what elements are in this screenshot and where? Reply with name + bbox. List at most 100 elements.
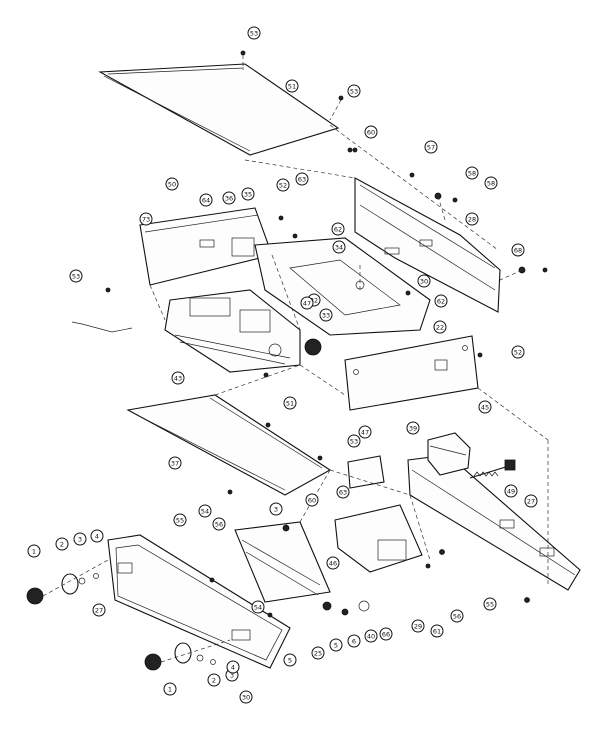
callout-number: 6 <box>352 638 356 646</box>
callout-circle <box>450 609 464 623</box>
callout-55: 55 <box>483 597 497 611</box>
callout-number: 66 <box>382 631 390 639</box>
callout-number: 73 <box>142 216 150 224</box>
callout-number: 58 <box>468 170 476 178</box>
callout-68: 68 <box>511 243 525 257</box>
callout-54: 54 <box>251 600 265 614</box>
callout-circle <box>212 517 226 531</box>
callout-circle <box>364 629 378 643</box>
right-chassis-panel <box>344 335 479 411</box>
callout-number: 35 <box>244 191 252 199</box>
callout-34: 34 <box>332 240 346 254</box>
callout-1: 1 <box>163 682 177 696</box>
callout-5: 5 <box>329 638 343 652</box>
callout-circle <box>379 627 393 641</box>
callout-62: 62 <box>434 294 448 308</box>
callout-circle <box>139 212 153 226</box>
callout-number: 29 <box>414 623 422 631</box>
long-screw <box>469 459 516 479</box>
callout-36: 36 <box>222 191 236 205</box>
callout-number: 47 <box>361 429 369 437</box>
callout-circle <box>168 456 182 470</box>
callout-circle <box>332 240 346 254</box>
callout-number: 50 <box>168 181 176 189</box>
callout-27: 27 <box>92 603 106 617</box>
callout-29: 29 <box>411 619 425 633</box>
cassette-door <box>234 521 332 611</box>
callout-58: 58 <box>465 166 479 180</box>
callout-64: 64 <box>199 193 213 207</box>
tape-mechanism <box>164 289 322 373</box>
callout-number: 4 <box>231 664 235 672</box>
callout-47: 47 <box>358 425 372 439</box>
callout-circle <box>465 212 479 226</box>
callout-number: 51 <box>286 400 294 408</box>
callout-73: 73 <box>139 212 153 226</box>
callout-circle <box>283 396 297 410</box>
rear-chassis-frame <box>354 177 501 313</box>
callout-4: 4 <box>90 529 104 543</box>
callout-circle <box>90 529 104 543</box>
callout-circle <box>199 193 213 207</box>
callout-circle <box>295 172 309 186</box>
callout-number: 27 <box>527 498 535 506</box>
callout-53: 53 <box>69 269 83 283</box>
callout-circle <box>478 400 492 414</box>
callout-40: 40 <box>364 629 378 643</box>
callout-number: 56 <box>215 521 223 529</box>
callout-2: 2 <box>207 673 221 687</box>
callout-56: 56 <box>212 517 226 531</box>
callout-51: 51 <box>283 396 297 410</box>
callout-39: 39 <box>406 421 420 435</box>
circuit-board <box>334 504 423 573</box>
callout-circle <box>504 484 518 498</box>
callout-63: 63 <box>336 485 350 499</box>
callout-5: 5 <box>283 653 297 667</box>
callout-54: 54 <box>198 504 212 518</box>
callout-number: 62 <box>334 226 342 234</box>
callout-circle <box>163 682 177 696</box>
callout-circle <box>511 243 525 257</box>
callout-number: 68 <box>514 247 522 255</box>
callout-56: 56 <box>450 609 464 623</box>
callout-number: 51 <box>288 83 296 91</box>
front-hardware <box>209 489 530 618</box>
callout-number: 45 <box>481 404 489 412</box>
callout-circle <box>207 673 221 687</box>
callout-number: 1 <box>32 548 36 556</box>
callout-circle <box>411 619 425 633</box>
callout-30: 30 <box>239 690 253 704</box>
callout-circle <box>329 638 343 652</box>
top-screws <box>240 50 353 153</box>
callout-circle <box>417 274 431 288</box>
callout-number: 47 <box>303 300 311 308</box>
callout-circle <box>251 600 265 614</box>
callout-number: 3 <box>274 506 278 514</box>
callout-number: 58 <box>487 180 495 188</box>
callout-circle <box>283 653 297 667</box>
knob-set-lower <box>144 642 216 671</box>
callout-number: 28 <box>468 216 476 224</box>
callout-number: 56 <box>453 613 461 621</box>
callout-28: 28 <box>465 212 479 226</box>
callout-circle <box>269 502 283 516</box>
callout-53: 53 <box>247 26 261 40</box>
callout-number: 64 <box>202 197 210 205</box>
callout-circle <box>305 493 319 507</box>
center-chassis-plate <box>254 237 431 336</box>
callout-circle <box>424 140 438 154</box>
callout-63: 63 <box>295 172 309 186</box>
callout-53: 53 <box>347 434 361 448</box>
callout-number: 53 <box>350 88 358 96</box>
callout-number: 52 <box>514 349 522 357</box>
callout-number: 36 <box>225 195 233 203</box>
callout-number: 40 <box>367 633 375 641</box>
callout-number: 2 <box>60 541 64 549</box>
callout-3: 3 <box>73 532 87 546</box>
callout-number: 1 <box>168 686 172 694</box>
callout-number: 60 <box>308 497 316 505</box>
callout-number: 22 <box>436 324 444 332</box>
callout-circle <box>326 556 340 570</box>
callout-number: 54 <box>254 604 262 612</box>
